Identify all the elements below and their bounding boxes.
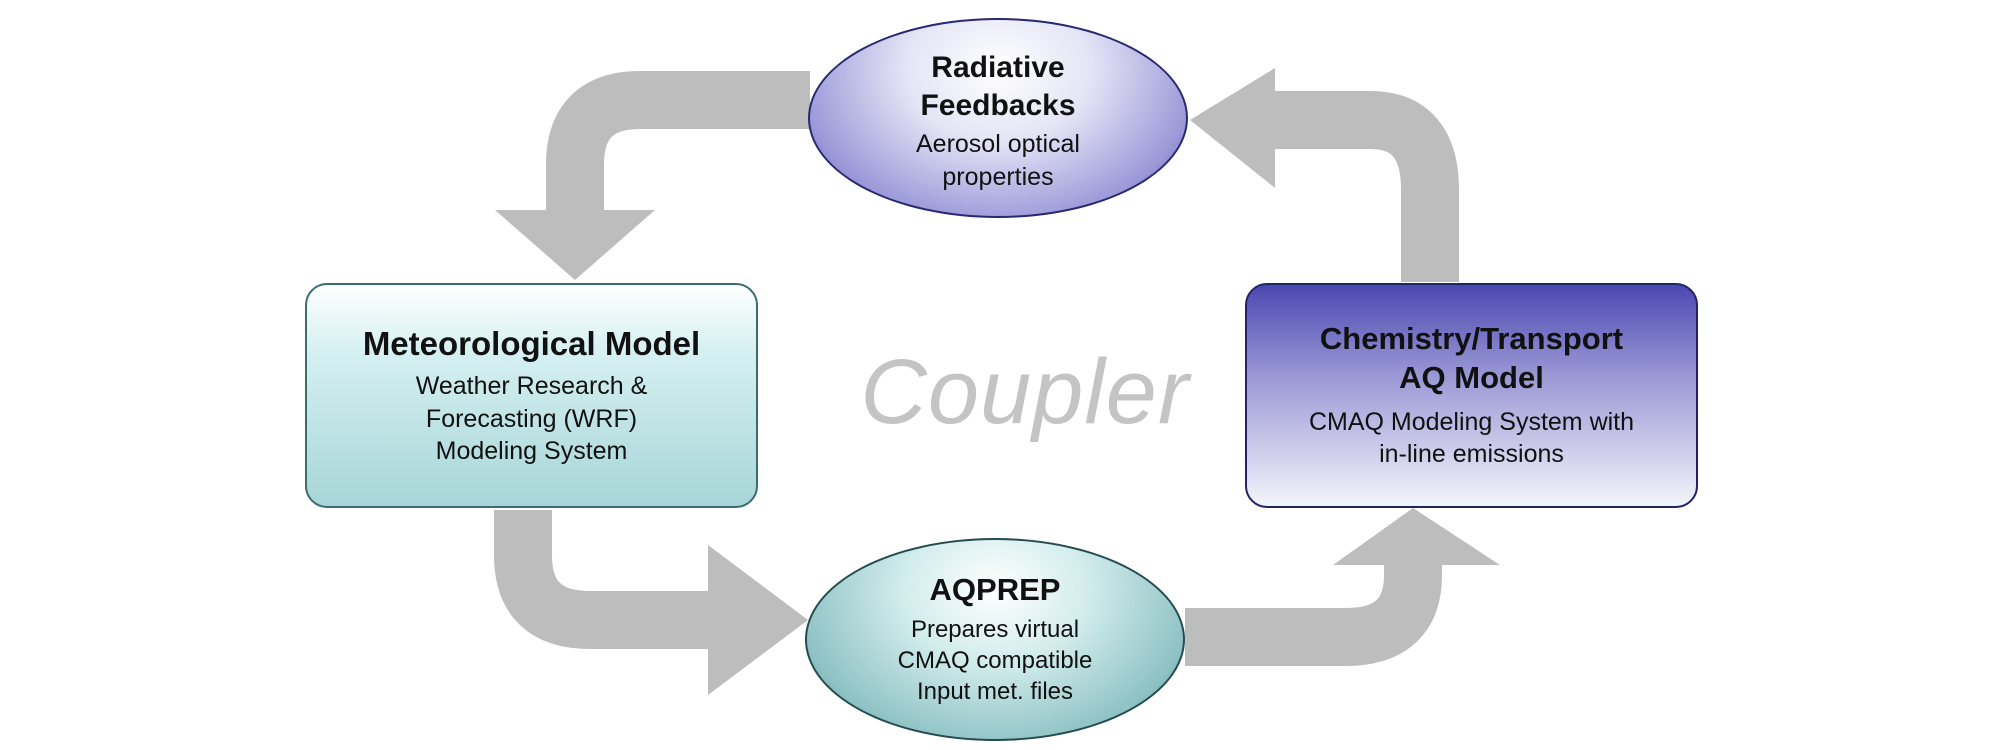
aqprep-title: AQPREP (929, 572, 1061, 608)
chemistry-subtitle: CMAQ Modeling System with in-line emissi… (1308, 407, 1635, 469)
chemistry-title-line1: Chemistry/Transport (1319, 321, 1624, 357)
radiative-subtitle: Aerosol optical properties (916, 130, 1080, 191)
arrowhead-radiative-to-met (495, 210, 655, 280)
arrowhead-chem-to-radiative (1190, 68, 1275, 188)
chemistry-title-line2: AQ Model (1399, 360, 1544, 395)
meteorological-subtitle: Weather Research & Forecasting (WRF) Mod… (415, 372, 648, 466)
meteorological-title: Meteorological Model (362, 325, 701, 363)
coupler-label: Coupler (860, 341, 1190, 443)
arrowhead-met-to-aqprep (708, 545, 808, 695)
arrow-chem-to-radiative (1275, 91, 1459, 282)
chemistry-transport-node: Chemistry/Transport AQ Model CMAQ Modeli… (1245, 283, 1698, 508)
arrow-met-to-aqprep (494, 510, 710, 649)
aqprep-subtitle: Prepares virtual CMAQ compatible Input m… (897, 616, 1093, 706)
aqprep-node: AQPREP Prepares virtual CMAQ compatible … (805, 538, 1185, 741)
arrowhead-aqprep-to-chem (1333, 508, 1500, 565)
meteorological-model-node: Meteorological Model Weather Research & … (305, 283, 758, 508)
radiative-feedbacks-node: Radiative Feedbacks Aerosol optical prop… (808, 18, 1188, 218)
arrow-radiative-to-met (546, 71, 810, 210)
radiative-title-line1: Radiative (931, 51, 1065, 84)
radiative-title-line2: Feedbacks (920, 88, 1076, 122)
arrow-aqprep-to-chem (1185, 562, 1442, 666)
